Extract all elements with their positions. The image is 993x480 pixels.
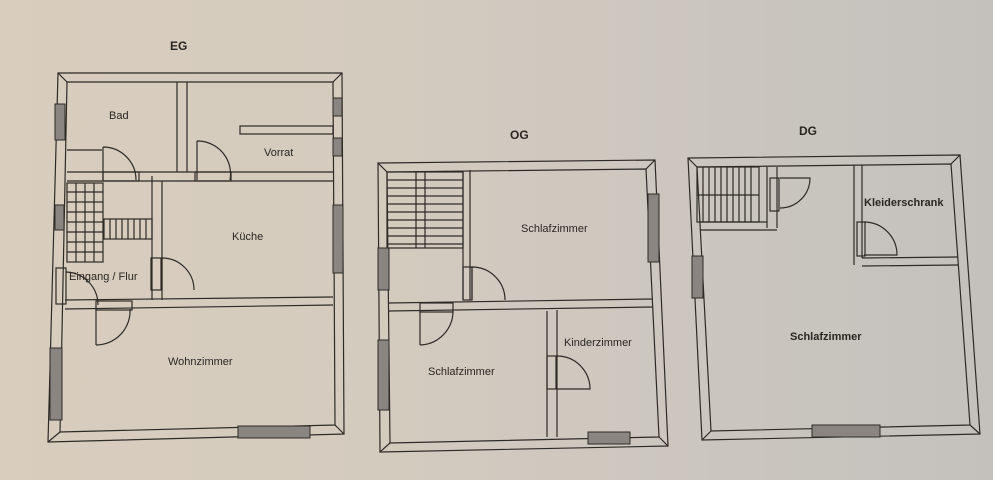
floor-title-og: OG (510, 128, 529, 142)
room-label-dg-schlafzimmer: Schlafzimmer (790, 331, 862, 343)
dg-plan (687, 154, 981, 441)
window (54, 103, 66, 141)
floor-title-dg: DG (799, 124, 817, 138)
floor-title-eg: EG (170, 39, 188, 53)
eg-plan (47, 72, 345, 443)
room-label-kueche: Küche (232, 231, 264, 243)
room-label-kleiderschrank: Kleiderschrank (864, 197, 944, 209)
og-plan (377, 159, 669, 453)
room-label-eingang-flur: Eingang / Flur (69, 271, 138, 283)
room-label-kinderzimmer: Kinderzimmer (564, 337, 632, 349)
room-label-wohnzimmer: Wohnzimmer (168, 356, 233, 368)
room-label-vorrat: Vorrat (264, 147, 294, 159)
room-label-og-schlafzimmer-1: Schlafzimmer (521, 223, 588, 235)
room-label-bad: Bad (109, 110, 129, 122)
room-label-og-schlafzimmer-2: Schlafzimmer (428, 366, 495, 378)
